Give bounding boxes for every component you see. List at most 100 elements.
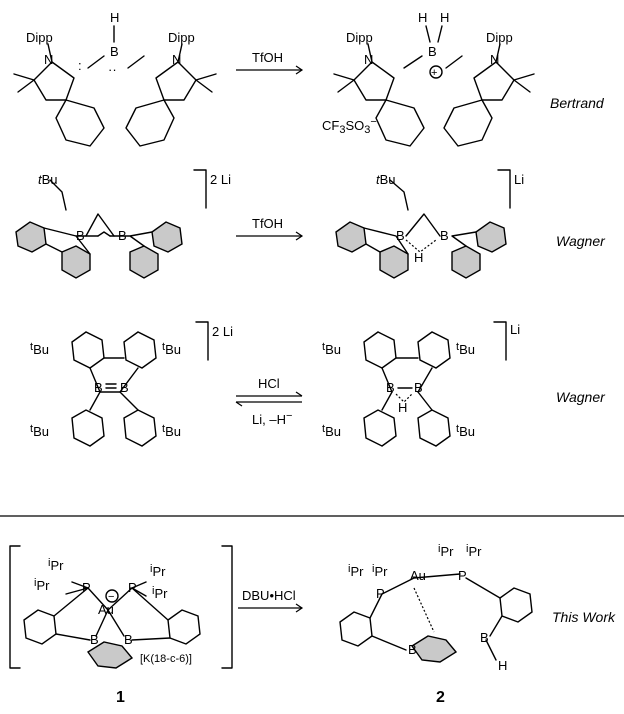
diborane-product bbox=[335, 179, 507, 279]
gold-1: Au bbox=[98, 602, 114, 617]
dipp-left: Dipp bbox=[26, 30, 53, 45]
countercation: [K(18-c-6)] bbox=[140, 653, 192, 665]
diborane-start bbox=[15, 179, 183, 279]
gold-2: Au bbox=[410, 568, 426, 583]
boron-3a: B bbox=[94, 380, 103, 395]
ipr-2b: iPr bbox=[372, 563, 388, 579]
counterion-product: Li bbox=[514, 172, 524, 187]
arrow-head-4 bbox=[295, 603, 304, 613]
boron-start-b: B bbox=[118, 228, 127, 243]
complex-2 bbox=[339, 573, 533, 663]
ipr-1b: iPr bbox=[34, 577, 50, 593]
author-bertrand: Bertrand bbox=[550, 95, 605, 111]
eq-head-reverse bbox=[235, 401, 243, 407]
row-bertrand: N Dipp : B H ·· N Dipp TfOH N Dipp B bbox=[13, 10, 605, 147]
phosphorus-2a: P bbox=[376, 586, 385, 601]
dative-arrow-left bbox=[87, 55, 105, 69]
dative-arrow-right bbox=[127, 55, 145, 69]
tbu-3p-a: tBu bbox=[322, 341, 341, 357]
tbu-3a: tBu bbox=[30, 341, 49, 357]
phosphorus-1b: P bbox=[128, 580, 137, 595]
row-wagner-1: B B tBu 2 Li TfOH B B H tBu Li Wagner bbox=[15, 169, 606, 279]
caac-ligand-product-left bbox=[333, 43, 425, 147]
ipr-1d: iPr bbox=[152, 585, 168, 601]
boron-hydride-a: H bbox=[418, 10, 427, 25]
diborapentacene-start bbox=[71, 331, 157, 447]
boron-2a: B bbox=[408, 642, 417, 657]
bh-bond-a bbox=[425, 25, 431, 43]
cation-charge-sign: + bbox=[431, 67, 437, 79]
tbu-3p-b: tBu bbox=[456, 341, 475, 357]
tbu-3p-c: tBu bbox=[322, 423, 341, 439]
boron-product: B bbox=[428, 44, 437, 59]
dative-arrow-product-left bbox=[403, 55, 423, 69]
ipr-1a: iPr bbox=[48, 557, 64, 573]
compound-label-2: 2 bbox=[436, 689, 445, 706]
boron-3b: B bbox=[120, 380, 129, 395]
ipr-2a: iPr bbox=[348, 563, 364, 579]
eq-head-forward bbox=[295, 391, 303, 397]
dative-arrow-product-right bbox=[445, 55, 463, 69]
caac-ligand-product-right bbox=[443, 43, 535, 147]
caac-ligand-left bbox=[13, 43, 105, 147]
boron-3-product-b: B bbox=[414, 380, 423, 395]
anion-charge bbox=[105, 589, 119, 603]
tbu-start: tBu bbox=[38, 172, 58, 187]
complex-1 bbox=[23, 581, 201, 669]
cation-charge bbox=[429, 65, 443, 79]
boron-hydride-b: H bbox=[440, 10, 449, 25]
ipr-2c: iPr bbox=[438, 543, 454, 559]
reagent-2: TfOH bbox=[252, 216, 283, 231]
ipr-1c: iPr bbox=[150, 563, 166, 579]
phosphorus-2b: P bbox=[458, 568, 467, 583]
counterion-3-product: Li bbox=[510, 322, 520, 337]
boron-3-product-a: B bbox=[386, 380, 395, 395]
arrow-head-2 bbox=[295, 231, 304, 241]
bracket-right-1 bbox=[221, 545, 233, 669]
boron-2b: B bbox=[480, 630, 489, 645]
compound-label-1: 1 bbox=[116, 689, 125, 706]
bridging-hydride-3: H bbox=[398, 400, 407, 415]
boron-1a: B bbox=[90, 632, 99, 647]
atom-n-product-right: N bbox=[490, 52, 499, 67]
diborapentacene-product bbox=[363, 331, 451, 447]
counterion-triflate: CF3SO3− bbox=[322, 116, 377, 136]
arrow-head-1 bbox=[295, 65, 304, 75]
boron-product-b: B bbox=[440, 228, 449, 243]
bracket-3-start bbox=[195, 321, 209, 361]
boron-start-a: B bbox=[76, 228, 85, 243]
row-wagner-2: B B tBu tBu tBu tBu 2 Li HCl Li, –H− B B… bbox=[30, 321, 606, 447]
ipr-2d: iPr bbox=[466, 543, 482, 559]
tbu-3b: tBu bbox=[162, 341, 181, 357]
boron-lone-pair: ·· bbox=[108, 62, 117, 77]
author-wagner-1: Wagner bbox=[556, 233, 606, 249]
dipp-right: Dipp bbox=[168, 30, 195, 45]
caac-ligand-right bbox=[125, 43, 217, 147]
boron-center: B bbox=[110, 44, 119, 59]
bracket-start bbox=[193, 169, 207, 209]
anion-charge-sign: − bbox=[108, 591, 114, 603]
dipp-product-left: Dipp bbox=[346, 30, 373, 45]
tbu-product: tBu bbox=[376, 172, 396, 187]
counterion-start: 2 Li bbox=[210, 172, 231, 187]
phosphorus-1a: P bbox=[82, 580, 91, 595]
bracket-product bbox=[497, 169, 511, 209]
tbu-3c: tBu bbox=[30, 423, 49, 439]
boron-product-a: B bbox=[396, 228, 405, 243]
tbu-3d: tBu bbox=[162, 423, 181, 439]
reagent-1: TfOH bbox=[252, 50, 283, 65]
row-this-work: P P Au − B B iPr iPr iPr iPr [K(18-c-6)]… bbox=[9, 543, 616, 706]
boron-hydride: H bbox=[110, 10, 119, 25]
author-this-work: This Work bbox=[552, 609, 616, 625]
boron-1b: B bbox=[124, 632, 133, 647]
atom-n-right: N bbox=[172, 52, 181, 67]
bh-bond-b bbox=[437, 25, 443, 43]
tbu-3p-d: tBu bbox=[456, 423, 475, 439]
author-wagner-2: Wagner bbox=[556, 389, 606, 405]
bridging-hydride: H bbox=[414, 250, 423, 265]
atom-n-product-left: N bbox=[364, 52, 373, 67]
dipp-product-right: Dipp bbox=[486, 30, 513, 45]
reagent-forward: HCl bbox=[258, 376, 280, 391]
reagent-reverse: Li, –H− bbox=[252, 410, 292, 427]
